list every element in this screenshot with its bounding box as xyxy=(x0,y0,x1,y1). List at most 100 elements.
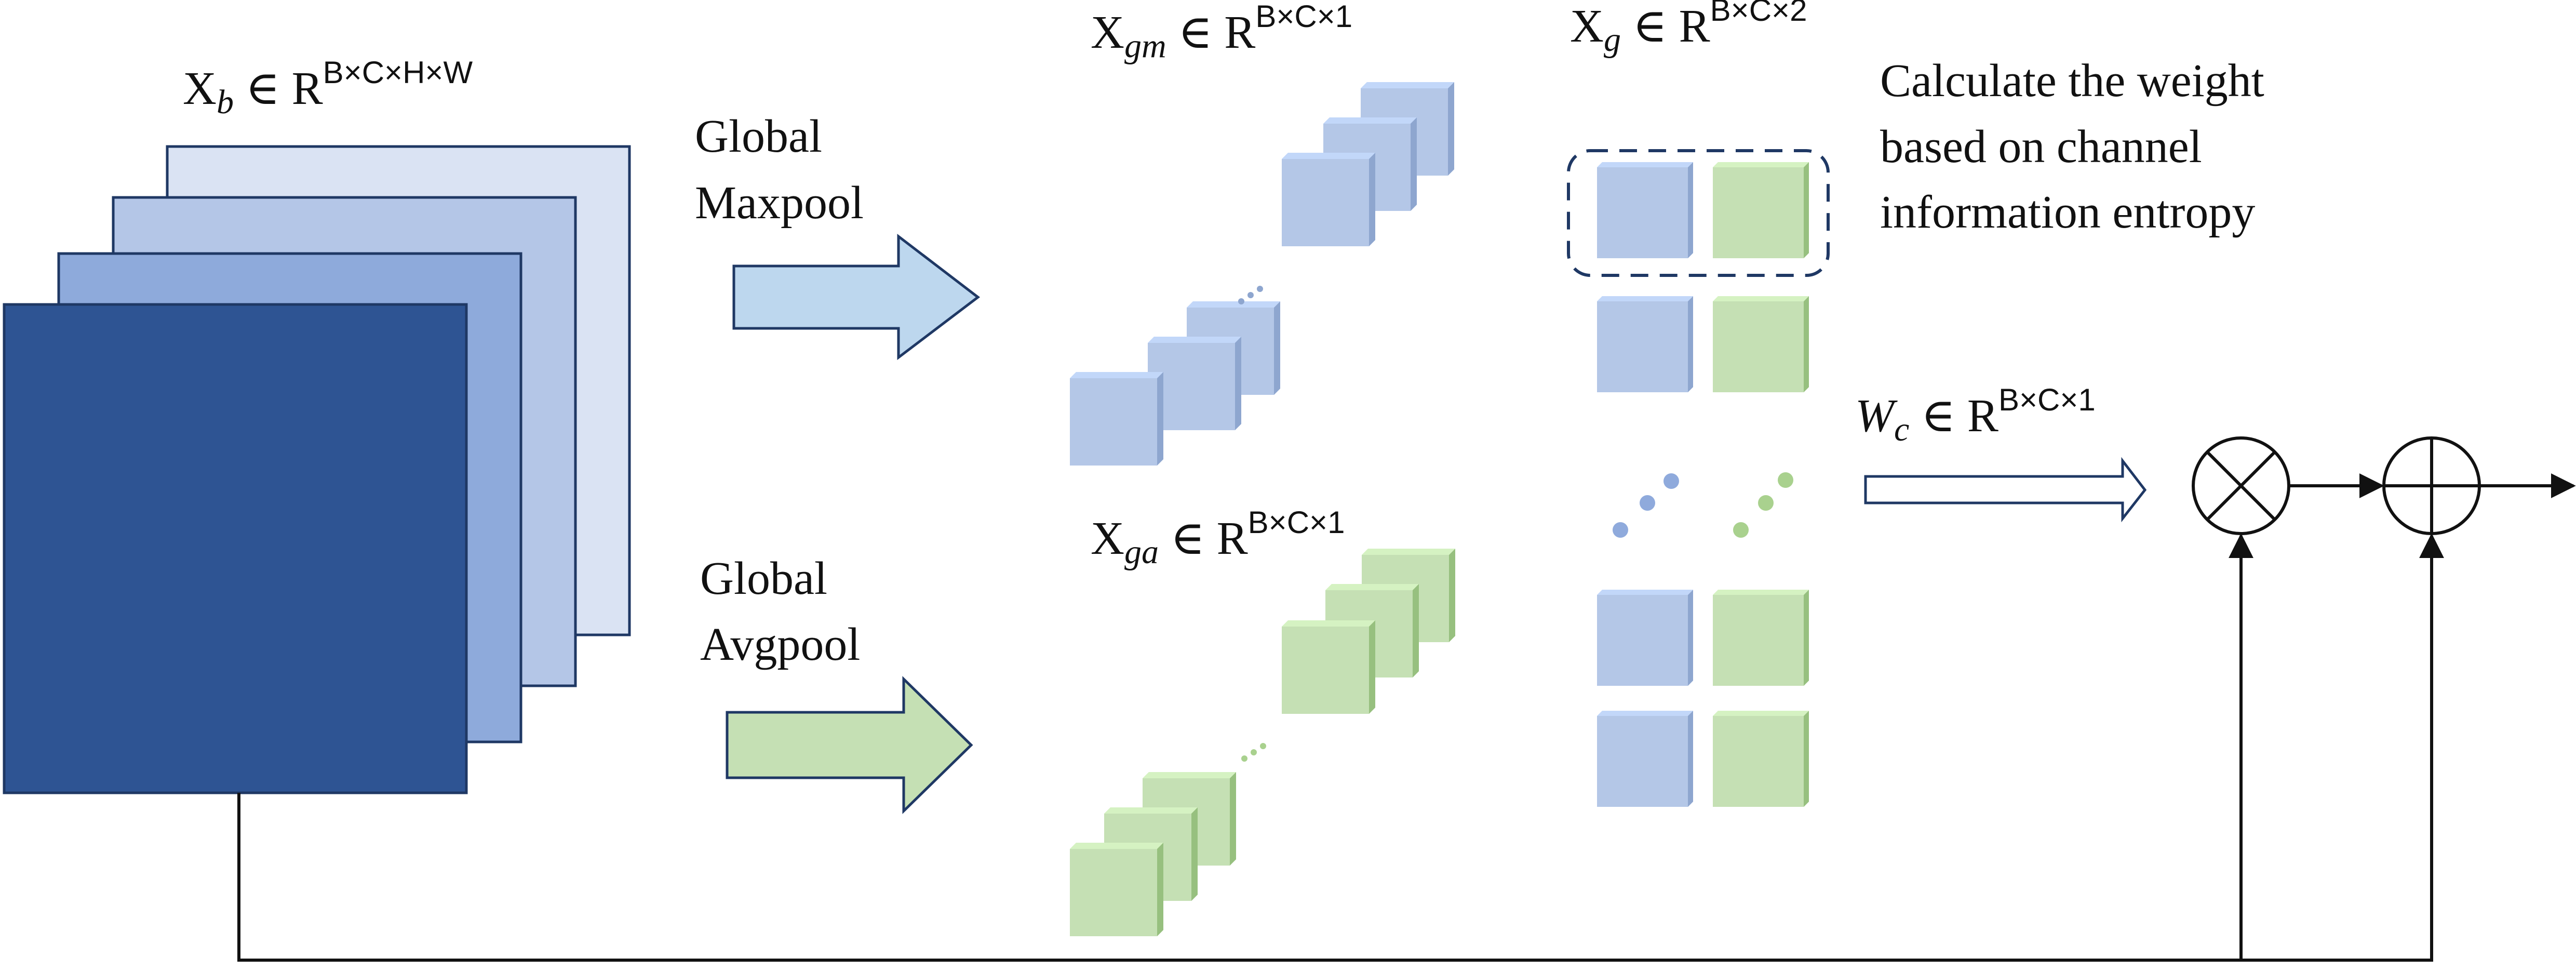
avgpool-label-line-2: Avgpool xyxy=(700,619,860,670)
cube-top-face xyxy=(1143,772,1236,778)
maxpool-label: Global Maxpool xyxy=(695,111,864,229)
xgm-cube xyxy=(1070,372,1163,466)
cube-front-face xyxy=(1713,716,1804,807)
entropy-note-line-2: based on channel xyxy=(1880,121,2202,172)
xgm-ellipsis xyxy=(1238,286,1263,304)
cube-top-face xyxy=(1070,372,1163,378)
xga-label-sub: ga xyxy=(1124,533,1159,571)
entropy-selection-box xyxy=(1567,149,1830,277)
ellipsis-dot xyxy=(1758,495,1774,511)
ellipsis-dot xyxy=(1640,495,1655,511)
xg-cube-blue xyxy=(1597,162,1693,258)
cube-side-face xyxy=(1230,772,1236,866)
cube-side-face xyxy=(1411,117,1417,211)
ellipsis-dot xyxy=(1238,298,1244,304)
cube-side-face xyxy=(1369,153,1375,246)
cube-top-face xyxy=(1713,711,1809,716)
cube-top-face xyxy=(1282,153,1375,159)
xga-cube xyxy=(1282,620,1375,714)
ellipsis-dot xyxy=(1241,755,1247,762)
cube-top-face xyxy=(1713,296,1809,301)
cube-front-face xyxy=(1597,716,1688,807)
cube-top-face xyxy=(1325,584,1419,590)
xb-label-sub: b xyxy=(217,83,234,121)
xga-ellipsis xyxy=(1241,743,1266,762)
ellipsis-dot xyxy=(1247,292,1254,298)
cube-front-face xyxy=(1597,301,1688,392)
ellipsis-dot xyxy=(1260,743,1266,749)
xg-cube-green xyxy=(1713,711,1809,807)
xgm-label-mid: ∈ R xyxy=(1166,7,1256,58)
cube-top-face xyxy=(1187,301,1280,308)
ellipsis-dot xyxy=(1733,522,1749,538)
cube-side-face xyxy=(1157,843,1163,936)
wc-label-sup: B×C×1 xyxy=(1998,382,2096,417)
entropy-note-line-1: Calculate the weight xyxy=(1880,55,2264,107)
cube-top-face xyxy=(1362,549,1455,555)
xg-cube-blue xyxy=(1597,296,1693,392)
cube-top-face xyxy=(1323,117,1417,124)
maxpool-label-line-1: Global xyxy=(695,111,822,162)
cube-side-face xyxy=(1804,590,1809,686)
cube-side-face xyxy=(1688,162,1693,258)
xg-cube-blue xyxy=(1597,590,1693,686)
entropy-note: Calculate the weight based on channel in… xyxy=(1880,55,2276,238)
cube-front-face xyxy=(1282,627,1369,714)
xgm-cube-group xyxy=(1070,82,1454,466)
cube-side-face xyxy=(1274,301,1280,395)
xga-cube xyxy=(1070,843,1163,936)
xgm-label: Xgm ∈ RB×C×1 xyxy=(1091,0,1352,65)
cube-top-face xyxy=(1597,296,1693,301)
cube-top-face xyxy=(1713,162,1809,167)
wc-label-sub: c xyxy=(1894,410,1909,448)
avgpool-arrow xyxy=(726,676,973,814)
residual-skip-line xyxy=(237,533,2444,962)
multiply-cross-b xyxy=(2206,450,2276,521)
feature-map-stack xyxy=(3,145,631,794)
cube-side-face xyxy=(1804,162,1809,258)
cube-top-face xyxy=(1713,590,1809,595)
xb-label-mid: ∈ R xyxy=(234,63,323,114)
cube-front-face xyxy=(1070,378,1157,466)
cube-front-face xyxy=(1597,595,1688,686)
ellipsis-dot xyxy=(1663,473,1679,489)
xg-label-sub: g xyxy=(1604,21,1621,59)
xg-label: Xg ∈ RB×C×2 xyxy=(1570,0,1807,59)
xg-cube-group xyxy=(1597,162,1809,807)
xgm-label-base: X xyxy=(1091,7,1124,58)
cube-front-face xyxy=(1070,849,1157,936)
ellipsis-dot xyxy=(1778,472,1793,488)
multiply-operator xyxy=(2192,436,2290,535)
cube-top-face xyxy=(1282,620,1375,627)
cube-side-face xyxy=(1688,590,1693,686)
cube-side-face xyxy=(1235,337,1241,430)
wc-label: Wc ∈ RB×C×1 xyxy=(1855,382,2096,448)
cube-side-face xyxy=(1804,296,1809,392)
cube-top-face xyxy=(1597,711,1693,716)
cube-front-face xyxy=(1713,595,1804,686)
cube-side-face xyxy=(1448,82,1454,176)
xg-ellipsis-green xyxy=(1733,472,1793,538)
cube-side-face xyxy=(1157,372,1163,466)
ellipsis-dot xyxy=(1257,286,1263,292)
xb-label-base: X xyxy=(183,63,217,114)
xga-label-sup: B×C×1 xyxy=(1248,505,1345,540)
xgm-label-sup: B×C×1 xyxy=(1255,0,1352,34)
wc-label-base: W xyxy=(1855,390,1898,442)
xg-cube-green xyxy=(1713,296,1809,392)
xb-label: Xb ∈ RB×C×H×W xyxy=(183,55,473,121)
cube-top-face xyxy=(1597,590,1693,595)
cube-top-face xyxy=(1070,843,1163,849)
cube-top-face xyxy=(1104,807,1198,814)
cube-side-face xyxy=(1369,620,1375,714)
cube-side-face xyxy=(1449,549,1455,642)
cube-side-face xyxy=(1804,711,1809,807)
xgm-cube xyxy=(1282,153,1375,246)
cube-front-face xyxy=(1713,301,1804,392)
cube-front-face xyxy=(1282,159,1369,246)
cube-top-face xyxy=(1148,337,1241,343)
xg-cube-blue xyxy=(1597,711,1693,807)
cube-front-face xyxy=(1597,167,1688,258)
